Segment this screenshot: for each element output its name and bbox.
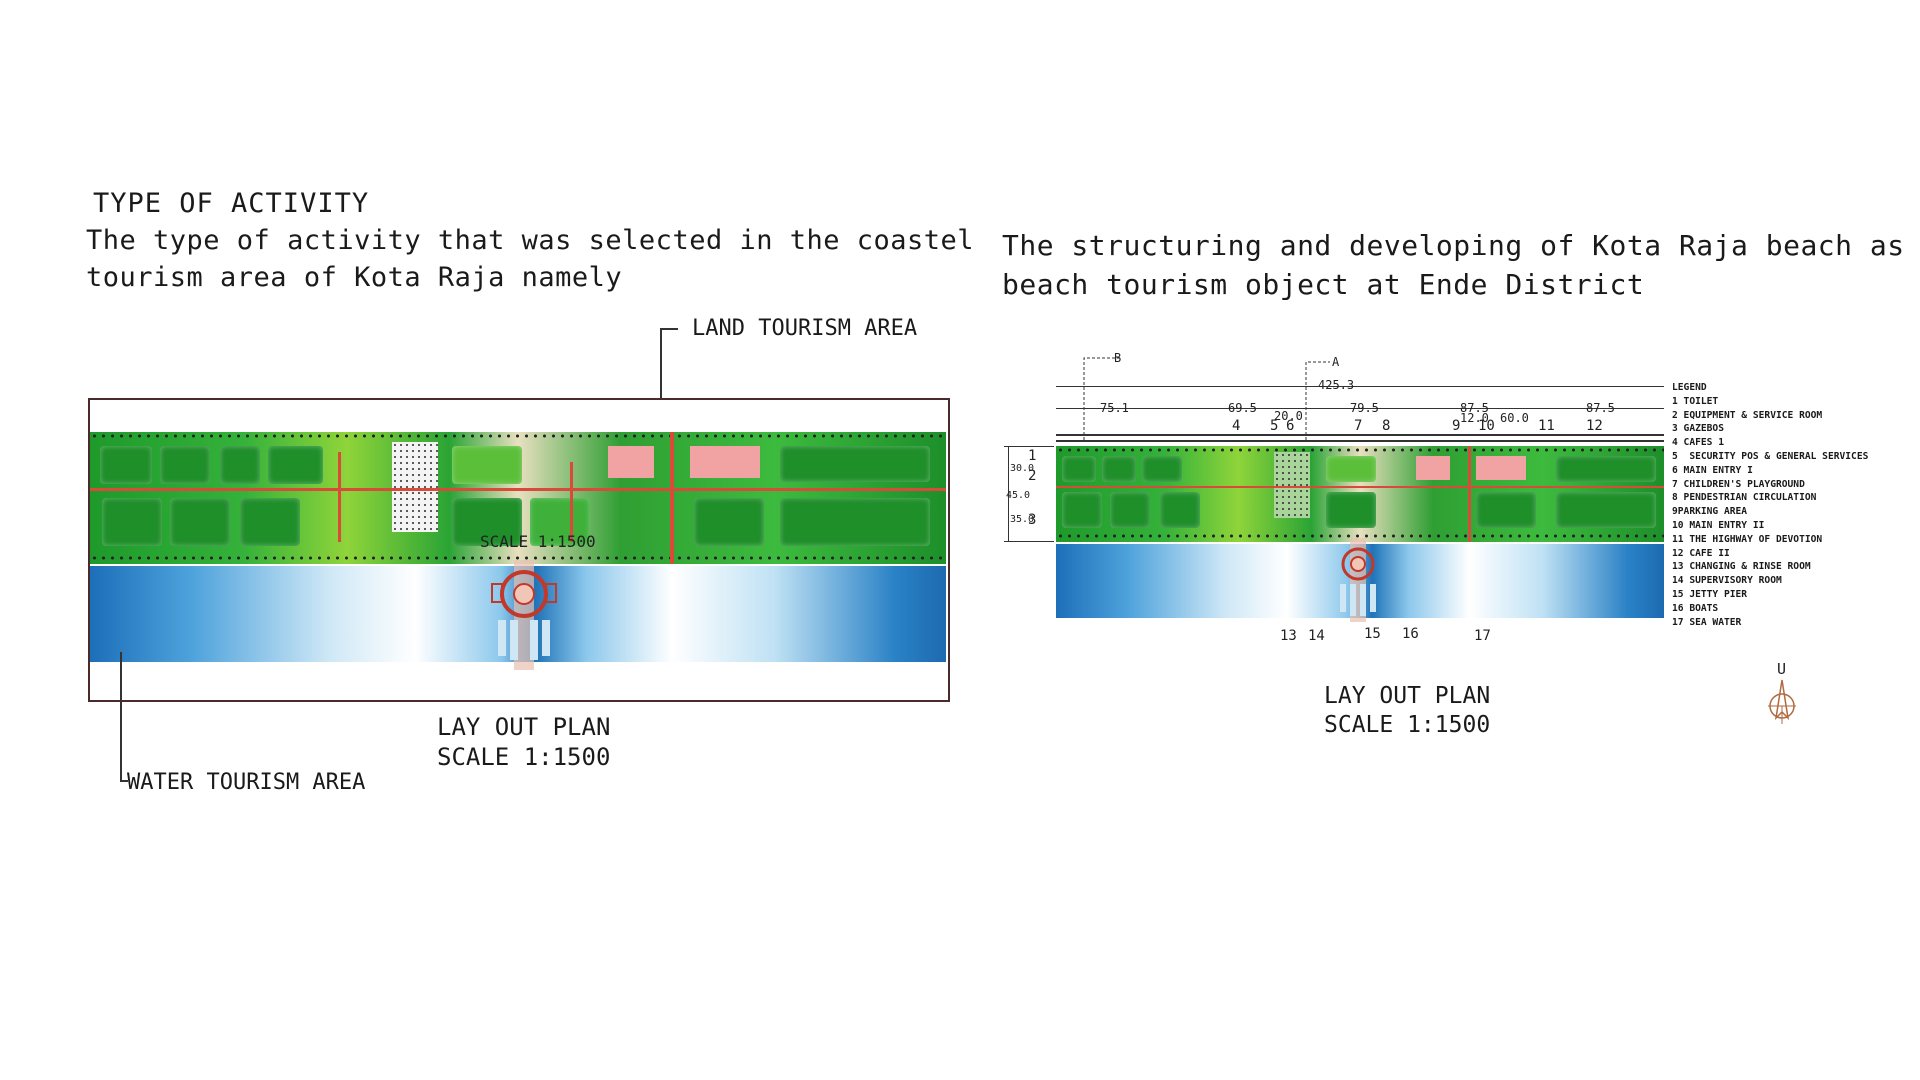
- water-leader-vertical: [120, 652, 122, 782]
- side-dimension-tick-top: [1004, 446, 1054, 447]
- callout-14: 14: [1308, 628, 1325, 644]
- callout-13: 13: [1280, 628, 1297, 644]
- legend-item: 7 CHILDREN'S PLAYGROUND: [1672, 478, 1805, 490]
- left-land-area: SCALE 1:1500: [90, 432, 946, 564]
- dim-2: 69.5: [1228, 401, 1257, 415]
- water-tourism-label: WATER TOURISM AREA: [127, 770, 366, 795]
- north-arrow-icon: [1768, 679, 1796, 724]
- left-inner-scale-text: SCALE 1:1500: [480, 532, 596, 551]
- left-plan-caption: LAY OUT PLAN SCALE 1:1500: [437, 712, 610, 772]
- road-line-lower: [1056, 440, 1664, 442]
- side-dimension-tick-bottom: [1004, 541, 1054, 542]
- dim-overall: 425.3: [1318, 378, 1355, 392]
- dim-6: 12.0: [1460, 411, 1489, 425]
- dimension-line-overall: [1056, 386, 1664, 387]
- right-plan-caption: LAY OUT PLAN SCALE 1:1500: [1324, 682, 1490, 740]
- left-heading: TYPE OF ACTIVITY: [93, 188, 370, 219]
- side-dim-2: 45.0: [1006, 490, 1031, 501]
- side-dim-3: 35.0: [1010, 514, 1035, 525]
- dim-7: 60.0: [1500, 411, 1529, 425]
- dim-4: 79.5: [1350, 401, 1379, 415]
- callout-5: 5: [1270, 418, 1279, 434]
- legend-item: 9PARKING AREA: [1672, 506, 1748, 518]
- legend-item: 17 SEA WATER: [1672, 616, 1742, 628]
- dim-5: 87.5: [1460, 401, 1489, 415]
- right-description: The structuring and developing of Kota R…: [1002, 226, 1905, 304]
- dim-1: 75.1: [1100, 401, 1129, 415]
- left-plan-title: LAY OUT PLAN: [437, 713, 611, 741]
- legend-item: 6 MAIN ENTRY I: [1672, 464, 1753, 476]
- section-marker-a: A: [1332, 355, 1340, 369]
- legend-item: 1 TOILET: [1672, 395, 1719, 407]
- right-description-line-1: The structuring and developing of Kota R…: [1002, 229, 1905, 262]
- callout-12: 12: [1586, 418, 1603, 434]
- callout-6: 6: [1286, 418, 1295, 434]
- callout-3: 3: [1028, 512, 1037, 528]
- section-markers: [1083, 357, 1330, 440]
- legend-item: 3 GAZEBOS: [1672, 423, 1724, 435]
- land-leader-horizontal: [660, 328, 678, 330]
- land-tourism-label: LAND TOURISM AREA: [692, 316, 918, 341]
- legend-item: 5 SECURITY POS & GENERAL SERVICES: [1672, 450, 1869, 462]
- callout-9: 9: [1452, 418, 1461, 434]
- legend-item: 4 CAFES 1: [1672, 437, 1724, 449]
- legend-item: 12 CAFE II: [1672, 547, 1730, 559]
- legend-item: 15 JETTY PIER: [1672, 588, 1748, 600]
- callout-4: 4: [1232, 418, 1241, 434]
- left-description-line-2: tourism area of Kota Raja namely: [86, 262, 623, 293]
- side-dimension-line: [1008, 446, 1009, 542]
- left-description-line-1: The type of activity that was selected i…: [86, 225, 975, 256]
- legend-item: 2 EQUIPMENT & SERVICE ROOM: [1672, 409, 1823, 421]
- north-label: U: [1777, 660, 1787, 678]
- right-description-line-2: beach tourism object at Ende District: [1002, 268, 1645, 301]
- side-dim-1: 30.0: [1010, 463, 1035, 474]
- left-plan-scale: SCALE 1:1500: [437, 743, 611, 771]
- callout-10: 10: [1478, 418, 1495, 434]
- legend-item: 11 THE HIGHWAY OF DEVOTION: [1672, 533, 1823, 545]
- right-plan-title: LAY OUT PLAN: [1324, 683, 1491, 709]
- right-jetty-pier: [1340, 538, 1376, 622]
- left-jetty-pier: [491, 560, 557, 670]
- section-marker-b: B: [1114, 351, 1122, 365]
- legend-item: 10 MAIN ENTRY II: [1672, 519, 1765, 531]
- dim-8: 87.5: [1586, 401, 1615, 415]
- dimension-line-segments: [1056, 408, 1664, 409]
- left-description: The type of activity that was selected i…: [86, 222, 974, 296]
- callout-2: 2: [1028, 468, 1037, 484]
- road-line-upper: [1056, 434, 1664, 436]
- legend-title: LEGEND: [1672, 382, 1707, 393]
- callout-1: 1: [1028, 448, 1037, 464]
- water-leader-horizontal: [120, 780, 128, 782]
- legend-item: 14 SUPERVISORY ROOM: [1672, 575, 1782, 587]
- callout-16: 16: [1402, 626, 1419, 642]
- legend-item: 13 CHANGING & RINSE ROOM: [1672, 561, 1811, 573]
- right-plan-scale: SCALE 1:1500: [1324, 712, 1491, 738]
- callout-15: 15: [1364, 626, 1381, 642]
- callout-8: 8: [1382, 418, 1391, 434]
- legend-item: 16 BOATS: [1672, 602, 1719, 614]
- right-land-area: [1056, 446, 1664, 542]
- callout-11: 11: [1538, 418, 1555, 434]
- callout-17: 17: [1474, 628, 1491, 644]
- legend-item: 8 PENDESTRIAN CIRCULATION: [1672, 492, 1817, 504]
- land-leader-vertical: [660, 328, 662, 398]
- callout-7: 7: [1354, 418, 1363, 434]
- legend: LEGEND 1 TOILET 2 EQUIPMENT & SERVICE RO…: [1672, 381, 1868, 629]
- dim-3: 20.0: [1274, 409, 1303, 423]
